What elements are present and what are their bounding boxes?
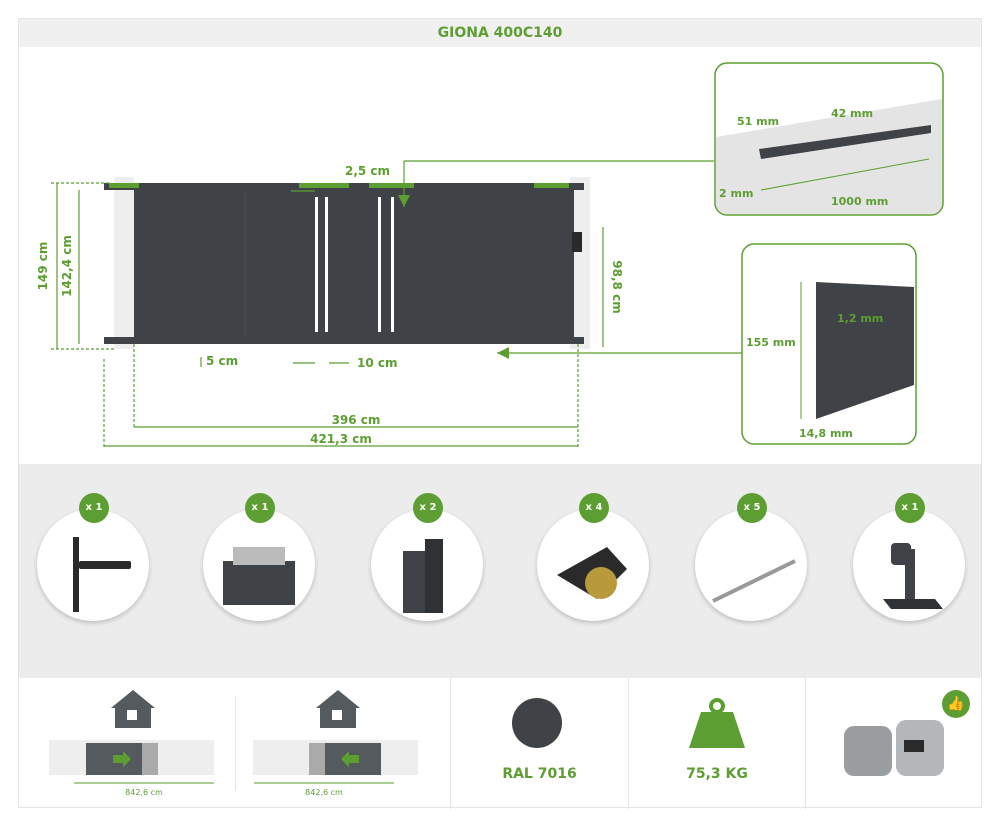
accessory-rail: x 5 [695, 493, 807, 621]
weight-icon [689, 698, 745, 748]
arrow-right-icon [113, 751, 131, 767]
spacing-label: 10 cm [357, 356, 398, 370]
weight-label: 75,3 KG [686, 766, 748, 782]
gate-panel-left [134, 189, 322, 337]
width-total-label: 421,3 cm [310, 432, 372, 446]
accessory-bracket: x 2 [371, 493, 483, 621]
product-title: GIONA 400C140 [19, 19, 981, 47]
qty-badge: x 1 [895, 493, 925, 523]
inner-height-label: 98,8 cm [610, 260, 624, 313]
slat-thickness: 1,2 mm [837, 312, 883, 325]
gate-panel-right [349, 189, 574, 337]
accessory-wheel: x 4 [537, 493, 649, 621]
house-icon [111, 690, 155, 728]
qty-badge: x 1 [79, 493, 109, 523]
rail-length: 1000 mm [831, 195, 888, 208]
rail-thickness: 2 mm [719, 187, 753, 200]
width-leaf-label: 396 cm [332, 413, 381, 427]
slat-height: 155 mm [746, 336, 796, 349]
qty-badge: x 1 [245, 493, 275, 523]
rail-w1: 51 mm [737, 115, 779, 128]
height-leaf-label: 142,4 cm [60, 235, 74, 297]
qty-badge: x 5 [737, 493, 767, 523]
dimension-drawing: 149 cm 142,4 cm 2,5 cm 98,8 cm 5 cm 10 c… [19, 47, 981, 464]
accessory-stop-post: x 1 [853, 493, 965, 621]
bracket-icon [403, 539, 443, 613]
color-cell: RAL 7016 [451, 678, 629, 809]
qty-badge: x 2 [413, 493, 443, 523]
qty-badge: x 4 [579, 493, 609, 523]
opening-directions: 842,6 cm 842,6 cm [19, 678, 451, 809]
slat-depth: 14,8 mm [799, 427, 853, 440]
motor-icon [844, 720, 944, 776]
info-row: 842,6 cm 842,6 cm RAL 7016 75,3 KG 👍 [19, 678, 981, 809]
ground-label: 5 cm [206, 354, 238, 368]
left-pillar [114, 177, 134, 349]
stop-post-icon [883, 543, 943, 609]
height-total-label: 149 cm [36, 242, 50, 291]
house-icon [316, 690, 360, 728]
thumbs-up-icon[interactable]: 👍 [942, 690, 970, 718]
rail-icon [712, 559, 796, 603]
accessory-roller-guide: x 1 [203, 493, 315, 621]
gap-label: 2,5 cm [345, 164, 390, 178]
right-pillar [570, 177, 590, 349]
opening-width-left: 842,6 cm [305, 788, 343, 797]
arrow-left-icon [341, 751, 359, 767]
weight-cell: 75,3 KG [629, 678, 806, 809]
motor-cell: 👍 [806, 678, 983, 809]
opening-width-right: 842,6 cm [125, 788, 163, 797]
product-card: GIONA 400C140 [18, 18, 982, 809]
rail-w2: 42 mm [831, 107, 873, 120]
accessories-band: x 1 x 1 x 2 x 4 x 5 x 1 [19, 464, 981, 678]
color-label: RAL 7016 [502, 766, 577, 782]
accessory-handle: x 1 [37, 493, 149, 621]
color-swatch [512, 698, 562, 748]
handle-icon [73, 537, 131, 612]
roller-guide-icon [223, 547, 295, 605]
wheel-icon [557, 547, 627, 599]
